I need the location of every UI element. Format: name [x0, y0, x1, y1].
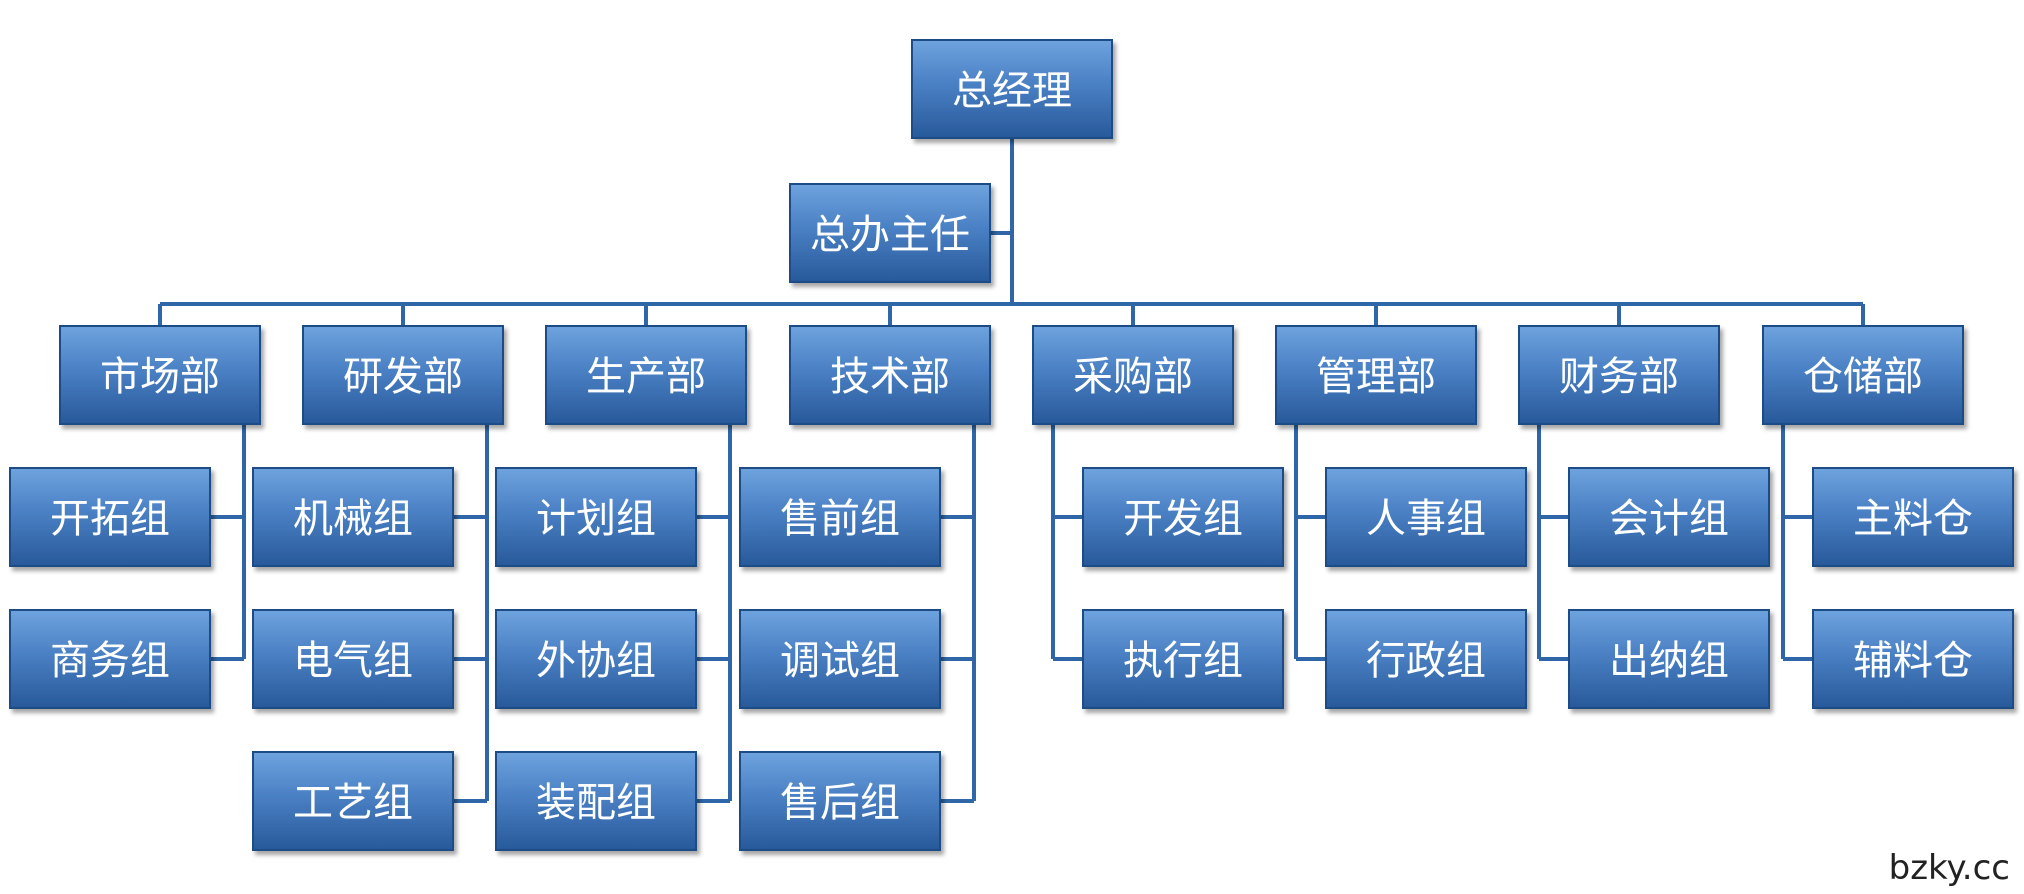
department-node-label: 管理部 — [1316, 354, 1436, 400]
group-node: 机械组 — [252, 467, 454, 567]
assistant-node-rect — [789, 183, 991, 283]
department-node-rect — [1762, 325, 1964, 425]
group-node-rect — [495, 751, 697, 851]
group-node: 商务组 — [9, 609, 211, 709]
department-node-label: 研发部 — [343, 354, 463, 400]
department-node-label: 技术部 — [830, 354, 950, 400]
top-node-label: 总经理 — [952, 68, 1072, 114]
group-node: 开发组 — [1082, 467, 1284, 567]
group-node-label: 调试组 — [780, 638, 900, 684]
group-node-label: 执行组 — [1123, 638, 1243, 684]
group-node-label: 电气组 — [293, 638, 413, 684]
group-node: 出纳组 — [1568, 609, 1770, 709]
group-node: 会计组 — [1568, 467, 1770, 567]
group-node: 外协组 — [495, 609, 697, 709]
group-node-rect — [495, 467, 697, 567]
department-node: 研发部 — [302, 325, 504, 425]
department-node-label: 生产部 — [586, 354, 706, 400]
department-node: 采购部 — [1032, 325, 1234, 425]
group-node-label: 人事组 — [1366, 496, 1486, 542]
assistant-node: 总办主任 — [789, 183, 991, 283]
group-node-rect — [1325, 609, 1527, 709]
group-node-label: 主料仓 — [1853, 496, 1973, 542]
department-node-label: 仓储部 — [1803, 354, 1923, 400]
department-node-rect — [545, 325, 747, 425]
group-node-rect — [1082, 609, 1284, 709]
group-node: 计划组 — [495, 467, 697, 567]
department-node: 生产部 — [545, 325, 747, 425]
department-node: 管理部 — [1275, 325, 1477, 425]
group-node-label: 会计组 — [1609, 496, 1729, 542]
department-node-label: 市场部 — [100, 354, 220, 400]
group-node: 主料仓 — [1812, 467, 2014, 567]
group-node-label: 开发组 — [1123, 496, 1243, 542]
group-node-label: 售后组 — [780, 780, 900, 826]
top-node: 总经理 — [911, 39, 1113, 139]
group-node-label: 装配组 — [536, 780, 656, 826]
department-node-rect — [1032, 325, 1234, 425]
group-node: 售后组 — [739, 751, 941, 851]
group-node: 售前组 — [739, 467, 941, 567]
group-node: 调试组 — [739, 609, 941, 709]
group-node-label: 行政组 — [1366, 638, 1486, 684]
department-node: 技术部 — [789, 325, 991, 425]
group-node-label: 售前组 — [780, 496, 900, 542]
group-node-rect — [1812, 467, 2014, 567]
group-node-rect — [9, 609, 211, 709]
group-node-rect — [1568, 609, 1770, 709]
connector-lines — [158, 138, 1865, 803]
group-node-rect — [739, 751, 941, 851]
department-node-rect — [59, 325, 261, 425]
group-node-label: 工艺组 — [293, 780, 413, 826]
group-node-rect — [739, 467, 941, 567]
group-node: 执行组 — [1082, 609, 1284, 709]
assistant-node-label: 总办主任 — [810, 212, 970, 258]
group-node-label: 辅料仓 — [1853, 638, 1973, 684]
department-node-label: 采购部 — [1073, 354, 1193, 400]
department-node-rect — [789, 325, 991, 425]
group-node: 人事组 — [1325, 467, 1527, 567]
department-node: 市场部 — [59, 325, 261, 425]
group-node-label: 出纳组 — [1609, 638, 1729, 684]
department-node-rect — [1518, 325, 1720, 425]
group-node-label: 外协组 — [536, 638, 656, 684]
watermark: bzky.cc — [1888, 848, 2010, 888]
group-node-rect — [739, 609, 941, 709]
group-node-rect — [1812, 609, 2014, 709]
group-node: 开拓组 — [9, 467, 211, 567]
group-node-rect — [9, 467, 211, 567]
group-node-rect — [1568, 467, 1770, 567]
group-node: 工艺组 — [252, 751, 454, 851]
group-node-rect — [1325, 467, 1527, 567]
group-node-rect — [495, 609, 697, 709]
group-node-rect — [252, 751, 454, 851]
department-node-label: 财务部 — [1559, 354, 1679, 400]
group-node-label: 计划组 — [536, 496, 656, 542]
group-node-label: 商务组 — [50, 638, 170, 684]
group-node-label: 机械组 — [293, 496, 413, 542]
group-node-label: 开拓组 — [50, 496, 170, 542]
top-node-rect — [911, 39, 1113, 139]
group-node-rect — [252, 467, 454, 567]
department-node-rect — [302, 325, 504, 425]
group-node: 辅料仓 — [1812, 609, 2014, 709]
group-node-rect — [1082, 467, 1284, 567]
group-node: 电气组 — [252, 609, 454, 709]
group-node: 行政组 — [1325, 609, 1527, 709]
department-node-rect — [1275, 325, 1477, 425]
department-node: 仓储部 — [1762, 325, 1964, 425]
group-node-rect — [252, 609, 454, 709]
group-node: 装配组 — [495, 751, 697, 851]
department-node: 财务部 — [1518, 325, 1720, 425]
